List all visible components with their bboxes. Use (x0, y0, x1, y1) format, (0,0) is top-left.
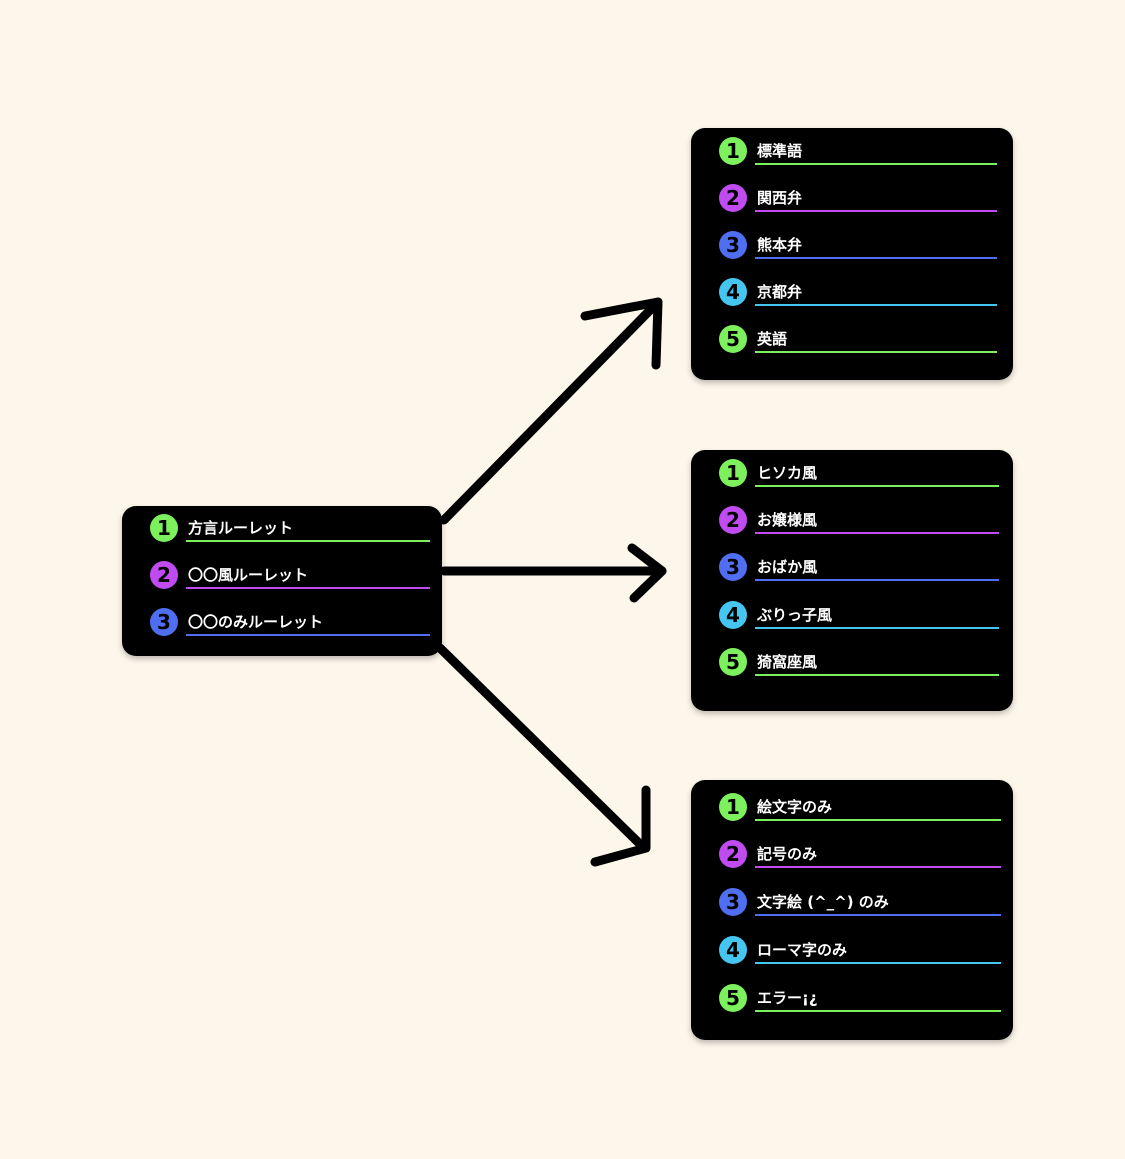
list-item[interactable]: 2 お嬢様風 (691, 506, 1013, 538)
underline (755, 257, 997, 259)
item-label: 〇〇のみルーレット (188, 613, 324, 631)
underline (755, 962, 1001, 964)
list-item[interactable]: 4 ぶりっ子風 (691, 601, 1013, 633)
underline (755, 1010, 1001, 1012)
item-label: 方言ルーレット (188, 519, 294, 537)
item-label: ヒソカ風 (757, 464, 818, 482)
underline (755, 627, 999, 629)
underline (755, 532, 999, 534)
item-label: 関西弁 (757, 189, 803, 207)
underline (755, 485, 999, 487)
number-badge-5: 5 (719, 984, 747, 1012)
number-badge-2: 2 (719, 184, 747, 212)
item-label: ぶりっ子風 (757, 606, 833, 624)
arrow-to-dialects (439, 297, 663, 525)
dialect-card: 1 標準語 2 関西弁 3 熊本弁 4 京都弁 5 英語 (691, 128, 1013, 380)
underline (755, 210, 997, 212)
underline (186, 587, 430, 589)
source-card: 1 方言ルーレット 2 〇〇風ルーレット 3 〇〇のみルーレット (122, 506, 442, 656)
item-label: ローマ字のみ (757, 941, 848, 959)
list-item[interactable]: 3 熊本弁 (691, 231, 1013, 263)
number-badge-2: 2 (719, 840, 747, 868)
number-badge-4: 4 (719, 601, 747, 629)
number-badge-3: 3 (719, 553, 747, 581)
only-mode-card: 1 絵文字のみ 2 記号のみ 3 文字絵 (^_^) のみ 4 ローマ字のみ 5… (691, 780, 1013, 1040)
underline (186, 540, 430, 542)
underline (755, 351, 997, 353)
item-label: お嬢様風 (757, 511, 818, 529)
list-item[interactable]: 2 〇〇風ルーレット (122, 561, 442, 593)
item-label: 熊本弁 (757, 236, 803, 254)
item-label: 〇〇風ルーレット (188, 566, 309, 584)
arrow-to-only-modes (435, 643, 651, 867)
number-badge-1: 1 (719, 793, 747, 821)
item-label: 京都弁 (757, 283, 803, 301)
style-card: 1 ヒソカ風 2 お嬢様風 3 おばか風 4 ぶりっ子風 5 猗窩座風 (691, 450, 1013, 711)
list-item[interactable]: 5 猗窩座風 (691, 648, 1013, 680)
number-badge-5: 5 (719, 648, 747, 676)
number-badge-3: 3 (719, 231, 747, 259)
number-badge-3: 3 (150, 608, 178, 636)
list-item[interactable]: 4 京都弁 (691, 278, 1013, 310)
item-label: 標準語 (757, 142, 803, 160)
number-badge-4: 4 (719, 936, 747, 964)
underline (755, 914, 1001, 916)
item-label: 絵文字のみ (757, 798, 833, 816)
item-label: 文字絵 (^_^) のみ (757, 893, 889, 911)
list-item[interactable]: 1 標準語 (691, 137, 1013, 169)
list-item[interactable]: 5 エラー¡¿ (691, 984, 1013, 1016)
number-badge-4: 4 (719, 278, 747, 306)
number-badge-1: 1 (150, 514, 178, 542)
underline (755, 304, 997, 306)
arrow-to-styles (439, 543, 667, 603)
item-label: 記号のみ (757, 845, 818, 863)
list-item[interactable]: 4 ローマ字のみ (691, 936, 1013, 968)
list-item[interactable]: 1 絵文字のみ (691, 793, 1013, 825)
number-badge-2: 2 (719, 506, 747, 534)
list-item[interactable]: 2 関西弁 (691, 184, 1013, 216)
number-badge-1: 1 (719, 137, 747, 165)
list-item[interactable]: 1 ヒソカ風 (691, 459, 1013, 491)
item-label: 猗窩座風 (757, 653, 818, 671)
list-item[interactable]: 1 方言ルーレット (122, 514, 442, 546)
number-badge-3: 3 (719, 888, 747, 916)
list-item[interactable]: 3 おばか風 (691, 553, 1013, 585)
underline (755, 674, 999, 676)
number-badge-5: 5 (719, 325, 747, 353)
number-badge-2: 2 (150, 561, 178, 589)
number-badge-1: 1 (719, 459, 747, 487)
underline (755, 866, 1001, 868)
item-label: エラー¡¿ (757, 989, 818, 1007)
underline (755, 579, 999, 581)
list-item[interactable]: 2 記号のみ (691, 840, 1013, 872)
list-item[interactable]: 3 〇〇のみルーレット (122, 608, 442, 640)
underline (755, 163, 997, 165)
list-item[interactable]: 3 文字絵 (^_^) のみ (691, 888, 1013, 920)
item-label: おばか風 (757, 558, 818, 576)
item-label: 英語 (757, 330, 788, 348)
underline (755, 819, 1001, 821)
underline (186, 634, 430, 636)
list-item[interactable]: 5 英語 (691, 325, 1013, 357)
